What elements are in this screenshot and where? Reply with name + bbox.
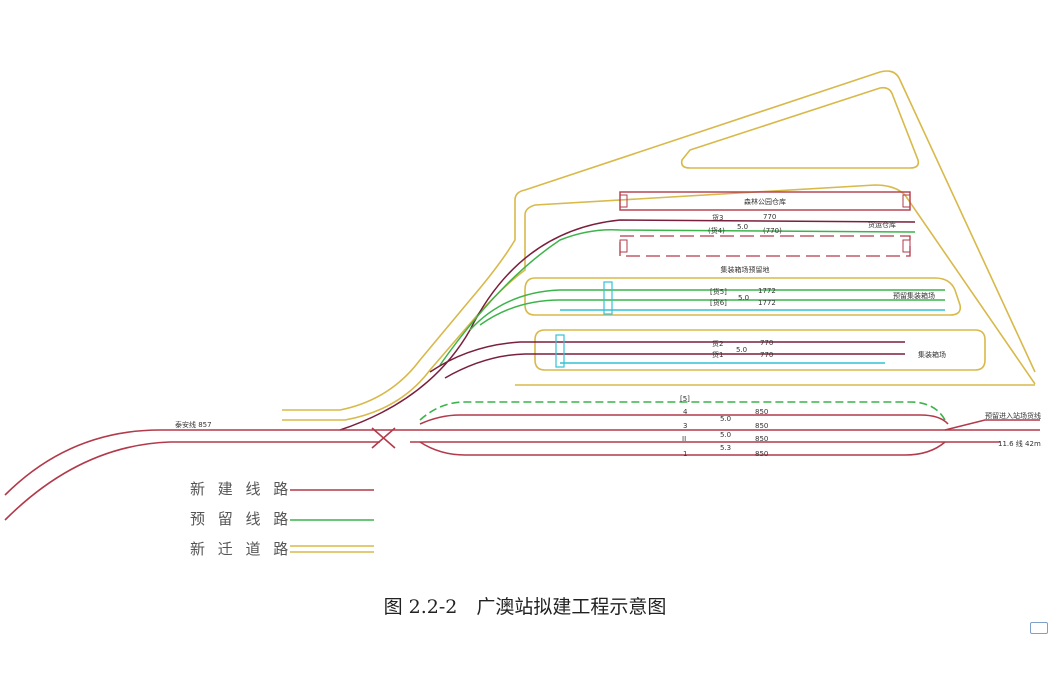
outer-road-boundary	[282, 70, 1036, 411]
track-spacing-c: 5.3	[720, 444, 731, 452]
main-line-lower	[4, 441, 380, 521]
track-3-label: 3	[683, 422, 687, 430]
pair-c-right-label: 集装箱场	[918, 350, 946, 359]
track-4-length: 850	[755, 408, 768, 416]
freight-line-c-top	[429, 341, 905, 373]
right-top-label: 预留进入站场货线	[985, 411, 1041, 420]
track-spacing-b: 5.0	[720, 431, 731, 439]
track-header-label: [5]	[680, 395, 690, 403]
track-1-length: 850	[755, 450, 768, 458]
pair-b-length-bottom: 1772	[758, 299, 776, 307]
top-warehouse-label: 森林公园仓库	[744, 197, 786, 206]
middle-area-label: 集装箱场预留地	[721, 265, 770, 274]
pair-b-bottom-label: [货6]	[710, 298, 727, 307]
left-crossover	[371, 427, 396, 449]
pair-b-top-label: [货5]	[710, 287, 727, 296]
main-line-upper	[4, 429, 1040, 496]
pair-b-spacing: 5.0	[738, 294, 749, 302]
track-spacing-a: 5.0	[720, 415, 731, 423]
pair-b-crane	[603, 281, 613, 315]
track-4-label: 4	[683, 408, 688, 416]
upper-triangle-road	[680, 86, 920, 169]
track-4	[419, 414, 949, 425]
figure-caption: 图 2.2-2 广澳站拟建工程示意图	[383, 596, 667, 618]
right-bottom-label: 11.6 线 42m	[998, 439, 1041, 448]
freight-line-b-top	[469, 289, 945, 331]
station-tracks: [5] 4 3 II 1 5.0 5.0 5.3 850 850 850 850…	[371, 395, 1041, 458]
top-warehouse: 森林公园仓库	[619, 191, 911, 211]
track-2-length: 850	[755, 435, 768, 443]
track-1-label: 1	[683, 450, 687, 458]
inner-road-boundary	[282, 184, 1036, 421]
freight-line-b-mid	[479, 299, 945, 326]
track-1	[419, 441, 946, 456]
pair-a-top-label: 货3	[712, 213, 723, 222]
legend-reserved-line-label: 预 留 线 路	[190, 510, 292, 528]
pair-c-top-label: 货2	[712, 339, 723, 348]
track-3-length: 850	[755, 422, 768, 430]
pair-a-length-bottom: (770)	[763, 227, 782, 235]
pair-a-right-label: 货运仓库	[868, 220, 896, 229]
freight-line-a-reserved	[439, 228, 916, 366]
right-connector	[944, 419, 1040, 431]
pair-a-spacing: 5.0	[737, 223, 748, 231]
pair-c-bottom-label: 货1	[712, 350, 723, 359]
pair-c-length-top: 770	[760, 339, 773, 347]
pair-b-length-top: 1772	[758, 287, 776, 295]
yard-road-top	[524, 277, 962, 316]
main-line: 泰安线 857	[4, 420, 1040, 521]
pair-a-bottom-label: (货4)	[708, 226, 725, 235]
freight-pair-c: 货2 货1 5.0 770 770 集装箱场	[429, 334, 946, 379]
pair-a-length-top: 770	[763, 213, 776, 221]
yard-road-bottom	[534, 329, 986, 371]
legend: 新 建 线 路 预 留 线 路 新 迁 道 路	[190, 480, 374, 558]
pair-c-spacing: 5.0	[736, 346, 747, 354]
freight-line-c-bottom	[444, 353, 905, 379]
pair-c-length-bottom: 770	[760, 351, 773, 359]
reserved-building: 集装箱场预留地	[619, 235, 911, 274]
track-reserved-5	[419, 401, 946, 421]
pair-b-right-label: 预留集装箱场	[893, 291, 935, 300]
corner-resize-handle[interactable]	[1030, 622, 1048, 634]
legend-relocated-road-label: 新 迁 道 路	[190, 540, 292, 558]
freight-pair-b: [货5] [货6] 5.0 1772 1772 预留集装箱场	[469, 281, 945, 331]
track-2-label: II	[682, 435, 686, 443]
legend-new-line-label: 新 建 线 路	[190, 480, 292, 498]
relocated-roads	[282, 70, 1036, 421]
main-line-label: 泰安线 857	[175, 420, 212, 429]
pair-c-crane	[555, 334, 565, 368]
